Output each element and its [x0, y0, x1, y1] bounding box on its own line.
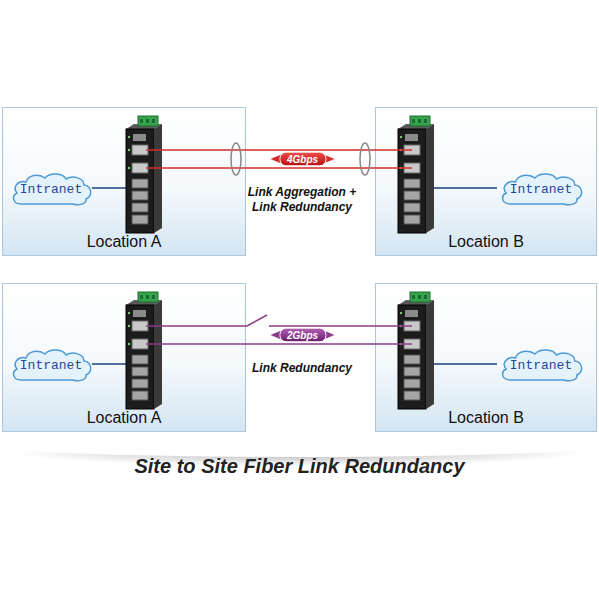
cloud-label: Intranet [510, 358, 572, 373]
intranet-cloud: Intranet [498, 347, 584, 383]
caption-shadow-mask [0, 433, 599, 457]
cloud-label: Intranet [510, 182, 572, 197]
caption-shadow [15, 440, 585, 466]
link-break-gap [247, 323, 269, 329]
industrial-switch [126, 116, 162, 233]
fiber-stub [375, 325, 412, 327]
location-panel: Location B Intranet [375, 283, 597, 432]
cloud-shape [14, 174, 91, 205]
location-label: Location A [3, 230, 245, 254]
industrial-switch [398, 116, 434, 233]
intranet-cloud: Intranet [9, 347, 93, 383]
fiber-stub [146, 167, 246, 169]
fiber-link [246, 326, 375, 344]
lan-wire [92, 363, 127, 365]
bandwidth-badge: 4Gbps [279, 152, 326, 167]
cloud-label: Intranet [20, 182, 82, 197]
fiber-stub [375, 343, 412, 345]
intranet-cloud: Intranet [9, 171, 93, 207]
aggregation-loop [360, 143, 370, 175]
fiber-strand [246, 149, 375, 151]
fiber-stub [146, 343, 246, 345]
fiber-link [246, 150, 375, 168]
fiber-stub [375, 149, 412, 151]
cloud-shape [503, 350, 582, 381]
fiber-stub [375, 167, 412, 169]
arrow-head [270, 330, 282, 340]
intranet-cloud: Intranet [498, 171, 584, 207]
industrial-switch [398, 292, 434, 409]
cloud-shape [14, 350, 91, 381]
lan-wire [434, 363, 497, 365]
arrow-head [324, 330, 336, 340]
arrow-head [324, 154, 336, 164]
fiber-strand [246, 325, 375, 327]
aggregation-loop [231, 143, 241, 175]
link-note: Link Aggregation + Link Redundancy [240, 185, 365, 215]
link-break-switch [247, 315, 267, 326]
link-note: Link Redundancy [240, 361, 365, 376]
industrial-switch [126, 292, 162, 409]
location-panel: Location A Intranet [2, 283, 246, 432]
cloud-label: Intranet [20, 358, 82, 373]
fiber-strand [246, 167, 375, 169]
location-label: Location B [376, 230, 596, 254]
location-panel: Location A Intranet [2, 107, 246, 256]
location-label: Location A [3, 406, 245, 430]
location-label: Location B [376, 406, 596, 430]
location-panel: Location B Intranet [375, 107, 597, 256]
bandwidth-badge: 2Gbps [279, 328, 326, 343]
fiber-strand [246, 343, 375, 345]
lan-wire [92, 187, 127, 189]
lan-wire [434, 187, 497, 189]
fiber-stub [146, 325, 246, 327]
caption: Site to Site Fiber Link Redundancy [0, 455, 599, 478]
cloud-shape [503, 174, 582, 205]
arrow-head [270, 154, 282, 164]
fiber-stub [146, 149, 246, 151]
